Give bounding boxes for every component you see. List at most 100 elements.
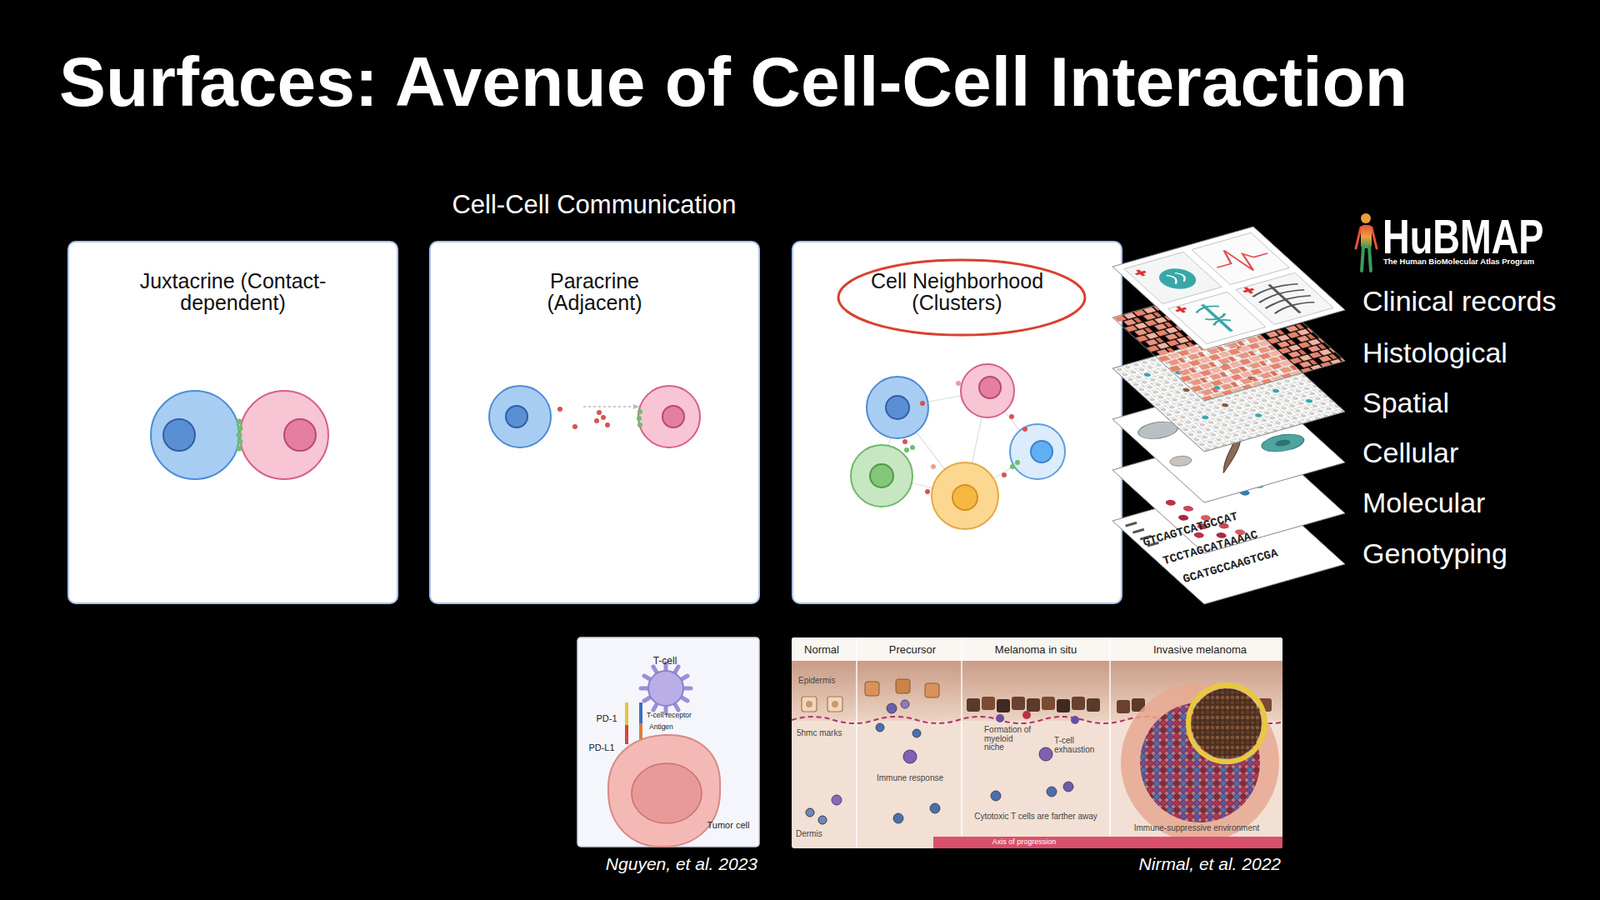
molecular-layer-part xyxy=(1163,499,1178,507)
pd1-illustration xyxy=(577,637,760,847)
spatial-layer-part xyxy=(1221,363,1231,369)
stage-header: Invasive melanoma xyxy=(1153,644,1247,656)
cellular-layer-part xyxy=(1179,415,1283,473)
layer-label: Molecular xyxy=(1362,487,1485,519)
spatial-layer-part xyxy=(1254,413,1264,419)
annotation: T-cell exhaustion xyxy=(1054,736,1103,755)
layer-label: Clinical records xyxy=(1362,285,1556,317)
clinical-layer-part xyxy=(1168,291,1266,344)
clinical-layer-part xyxy=(1176,306,1186,314)
pd1-illustration-part xyxy=(640,663,691,714)
molecular-layer-part xyxy=(1240,458,1255,466)
hubmap-figure-part xyxy=(1355,227,1361,249)
part-label: T-cell xyxy=(653,655,678,667)
pd1-illustration-part-part xyxy=(665,688,679,710)
melanoma-progression-part xyxy=(875,723,885,732)
melanoma-progression-part xyxy=(827,696,843,712)
melanoma-progression-part xyxy=(995,714,1005,723)
panel-heading: Paracrine (Adjacent) xyxy=(524,270,666,314)
melanoma-progression-part xyxy=(831,700,839,708)
spatial-layer-part xyxy=(1142,372,1152,378)
pd1-illustration-part-part xyxy=(665,675,688,689)
spatial-layer-part xyxy=(1173,370,1183,375)
pd1-illustration-part xyxy=(639,702,643,724)
spatial-layer-part xyxy=(1235,345,1245,351)
citation: Nirmal, et al. 2022 xyxy=(1139,854,1281,874)
clinical-layer-part xyxy=(1202,305,1232,332)
melanoma-progression-part xyxy=(1022,710,1031,720)
melanoma-progression-part xyxy=(1191,688,1262,759)
pd1-illustration-part-part xyxy=(644,675,666,689)
melanoma-progression-part xyxy=(805,700,813,708)
melanoma-progression-part xyxy=(1258,698,1272,712)
panel-box: Juxtacrine (Contact-dependent) xyxy=(67,240,399,605)
clinical-layer-part xyxy=(1242,288,1255,294)
clinical-layer-part xyxy=(1135,270,1147,276)
melanoma-progression xyxy=(791,637,1283,849)
molecular-layer-part xyxy=(1240,467,1255,475)
melanoma-progression-part xyxy=(801,696,817,712)
pd1-illustration-part-part xyxy=(653,688,666,710)
melanoma-progression-part xyxy=(831,795,842,805)
clinical-layer-part xyxy=(1124,251,1222,304)
part-label: T-cell receptor xyxy=(646,711,692,720)
pd1-illustration-part-part xyxy=(665,688,688,701)
pd1-illustration-part-part xyxy=(640,686,666,691)
pd1-illustration-part-part xyxy=(665,686,691,691)
axis-label: Axis of progression xyxy=(992,838,1057,847)
spatial-layer-part xyxy=(1270,388,1280,394)
clinical-layer-part xyxy=(1250,281,1317,315)
spatial-layer-part xyxy=(1305,398,1315,404)
histological-layer-part xyxy=(1112,277,1345,401)
melanoma-progression-part-part xyxy=(1109,637,1111,849)
panel-box: Paracrine (Adjacent) xyxy=(429,240,760,605)
melanoma-progression-part xyxy=(981,696,995,710)
pd1-illustration-part-part xyxy=(664,663,669,689)
molecular-layer-part xyxy=(1112,430,1345,554)
clinical-layer-part xyxy=(1175,307,1187,313)
clinical-layer-part xyxy=(1151,265,1203,293)
clinical-layer-part xyxy=(1204,241,1279,278)
clinical-layer-part xyxy=(1166,271,1189,284)
melanoma-progression-part xyxy=(886,703,897,714)
section-heading: Cell-Cell Communication xyxy=(451,190,736,220)
melanoma-progression-part xyxy=(805,808,815,817)
melanoma-progression-part xyxy=(1046,786,1057,797)
molecular-layer-part xyxy=(1260,461,1275,470)
melanoma-progression-part xyxy=(1131,698,1145,712)
part-label: Antigen xyxy=(649,723,674,731)
hubmap-figure-part xyxy=(1369,246,1371,271)
pd1-illustration-part xyxy=(648,670,684,706)
pd1-illustration-part xyxy=(639,723,643,745)
cellular-layer-part xyxy=(1112,379,1345,503)
melanoma-progression-part xyxy=(1056,699,1070,713)
melanoma-progression-part xyxy=(856,637,1110,849)
histological-layer xyxy=(1112,277,1345,401)
spatial-layer-part xyxy=(1212,385,1222,390)
melanoma-progression-part xyxy=(903,750,917,764)
pd1-illustration-part xyxy=(625,702,629,725)
pd1-illustration-part-part xyxy=(653,666,666,689)
melanoma-progression-part-part xyxy=(960,637,963,849)
genotyping-layer-part xyxy=(1112,480,1345,605)
cellular-layer-part xyxy=(1166,454,1196,469)
clinical-layer xyxy=(1112,226,1345,350)
melanoma-progression-part xyxy=(1041,696,1055,710)
clinical-layer-part xyxy=(1235,272,1334,325)
spatial-layer-part xyxy=(1112,328,1345,452)
stage-header: Normal xyxy=(804,644,840,656)
melanoma-progression-part xyxy=(990,790,1001,801)
pd1-illustration-part xyxy=(631,763,702,824)
melanoma-progression-part xyxy=(930,803,940,814)
molecular-layer xyxy=(1112,430,1345,554)
melanoma-progression-part xyxy=(912,729,921,738)
spatial-layer-part xyxy=(1220,402,1230,408)
pd1-illustration-part xyxy=(608,735,720,847)
molecular-layer-part xyxy=(1221,459,1236,467)
layer-note: 5hmc marks xyxy=(796,728,842,738)
spatial-layer-part xyxy=(1200,415,1210,420)
panel-heading: Juxtacrine (Contact-dependent) xyxy=(112,270,355,314)
cellular-layer-part xyxy=(1273,438,1294,448)
clinical-layer-part xyxy=(1244,287,1254,295)
